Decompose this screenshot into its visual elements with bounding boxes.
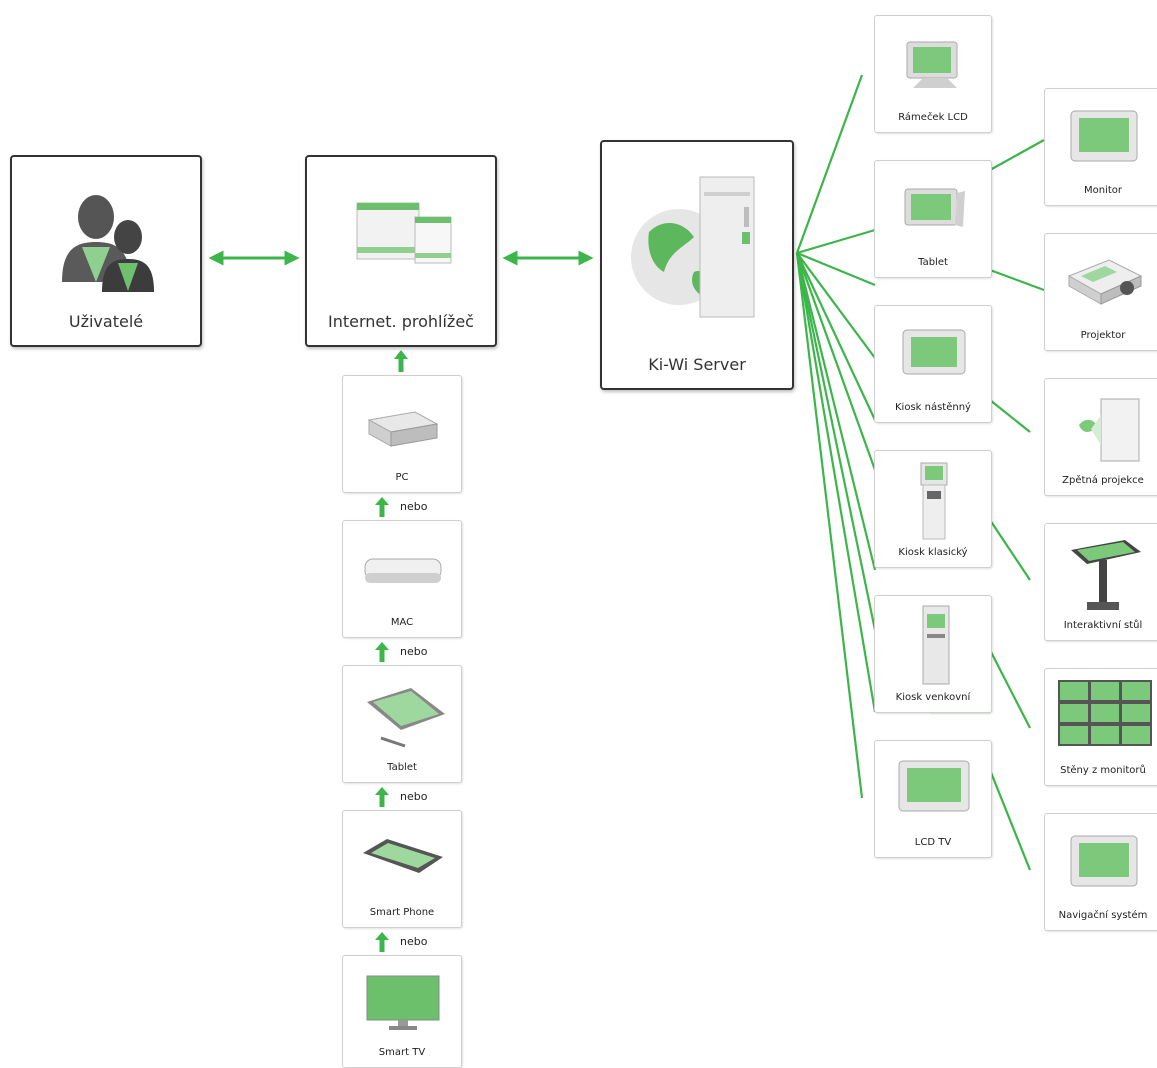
projector-label: Projektor xyxy=(1080,330,1126,341)
tablet-icon xyxy=(367,688,445,748)
lcd-tv-icon xyxy=(898,760,970,812)
phone-label: Smart Phone xyxy=(369,907,435,918)
tablet-stand-icon xyxy=(904,188,965,227)
browser-box: Internet. prohlížeč xyxy=(305,155,497,347)
up-arrow-icon xyxy=(375,642,389,662)
smartphone-icon xyxy=(363,839,443,873)
users-icon xyxy=(62,195,154,292)
or-label: nebo xyxy=(400,790,428,803)
outdoor-kiosk-icon xyxy=(922,605,950,685)
server-globe-icon xyxy=(631,176,755,318)
monitor-icon xyxy=(1070,110,1138,162)
interactive-table-icon xyxy=(1071,540,1141,610)
output-video-wall: Stěny z monitorů xyxy=(1044,668,1157,786)
navigation-label: Navigační systém xyxy=(1058,910,1148,921)
users-box: Uživatelé xyxy=(10,155,202,347)
classic-kiosk-icon xyxy=(920,462,948,540)
users-label: Uživatelé xyxy=(68,312,144,331)
or-label: nebo xyxy=(400,645,428,658)
tv-label: Smart TV xyxy=(378,1047,426,1058)
kiosk-wall-label: Kiosk nástěnný xyxy=(895,402,971,413)
kiosk-classic-label: Kiosk klasický xyxy=(898,547,968,558)
client-tablet: Tablet xyxy=(342,665,462,783)
tablet-output-label: Tablet xyxy=(918,257,948,268)
or-label: nebo xyxy=(400,935,428,948)
pc-icon xyxy=(367,411,439,447)
output-projector: Projektor xyxy=(1044,233,1157,351)
lcd-tv-label: LCD TV xyxy=(914,837,952,848)
up-arrow-icon xyxy=(394,350,408,372)
output-navigation: Navigační systém xyxy=(1044,813,1157,931)
output-kiosk-outdoor: Kiosk venkovní xyxy=(874,595,992,713)
mac-mini-icon xyxy=(364,558,442,583)
up-arrow-icon xyxy=(375,787,389,807)
browser-windows-icon xyxy=(356,202,452,264)
output-kiosk-classic: Kiosk klasický xyxy=(874,450,992,568)
lcd-frame-label: Rámeček LCD xyxy=(898,112,968,123)
client-phone: Smart Phone xyxy=(342,810,462,928)
browser-label: Internet. prohlížeč xyxy=(328,312,474,331)
output-tablet: Tablet xyxy=(874,160,992,278)
client-tv: Smart TV xyxy=(342,955,462,1068)
rear-projection-label: Zpětná projekce xyxy=(1062,475,1144,486)
output-monitor: Monitor xyxy=(1044,88,1157,206)
client-pc: PC xyxy=(342,375,462,493)
pc-label: PC xyxy=(395,472,409,483)
smart-tv-icon xyxy=(366,975,440,1030)
navigation-icon xyxy=(1070,835,1138,887)
output-lcd-tv: LCD TV xyxy=(874,740,992,858)
server-label: Ki-Wi Server xyxy=(648,355,746,374)
tablet-label: Tablet xyxy=(387,762,417,773)
output-kiosk-wall: Kiosk nástěnný xyxy=(874,305,992,423)
lcd-frame-icon xyxy=(906,41,958,88)
or-label: nebo xyxy=(400,500,428,513)
up-arrow-icon xyxy=(375,932,389,952)
video-wall-icon xyxy=(1058,680,1152,746)
rear-projection-icon xyxy=(1079,398,1140,462)
output-rear-projection: Zpětná projekce xyxy=(1044,378,1157,496)
kiosk-outdoor-label: Kiosk venkovní xyxy=(895,692,971,703)
client-mac: MAC xyxy=(342,520,462,638)
monitor-label: Monitor xyxy=(1083,185,1122,196)
output-lcd-frame: Rámeček LCD xyxy=(874,15,992,133)
up-arrow-icon xyxy=(375,497,389,517)
output-interactive-table: Interaktivní stůl xyxy=(1044,523,1157,641)
server-box: Ki-Wi Server xyxy=(600,140,794,390)
video-wall-label: Stěny z monitorů xyxy=(1060,765,1146,776)
projector-icon xyxy=(1067,259,1143,305)
wall-kiosk-icon xyxy=(902,329,966,375)
mac-label: MAC xyxy=(390,617,414,628)
interactive-table-label: Interaktivní stůl xyxy=(1063,620,1143,631)
